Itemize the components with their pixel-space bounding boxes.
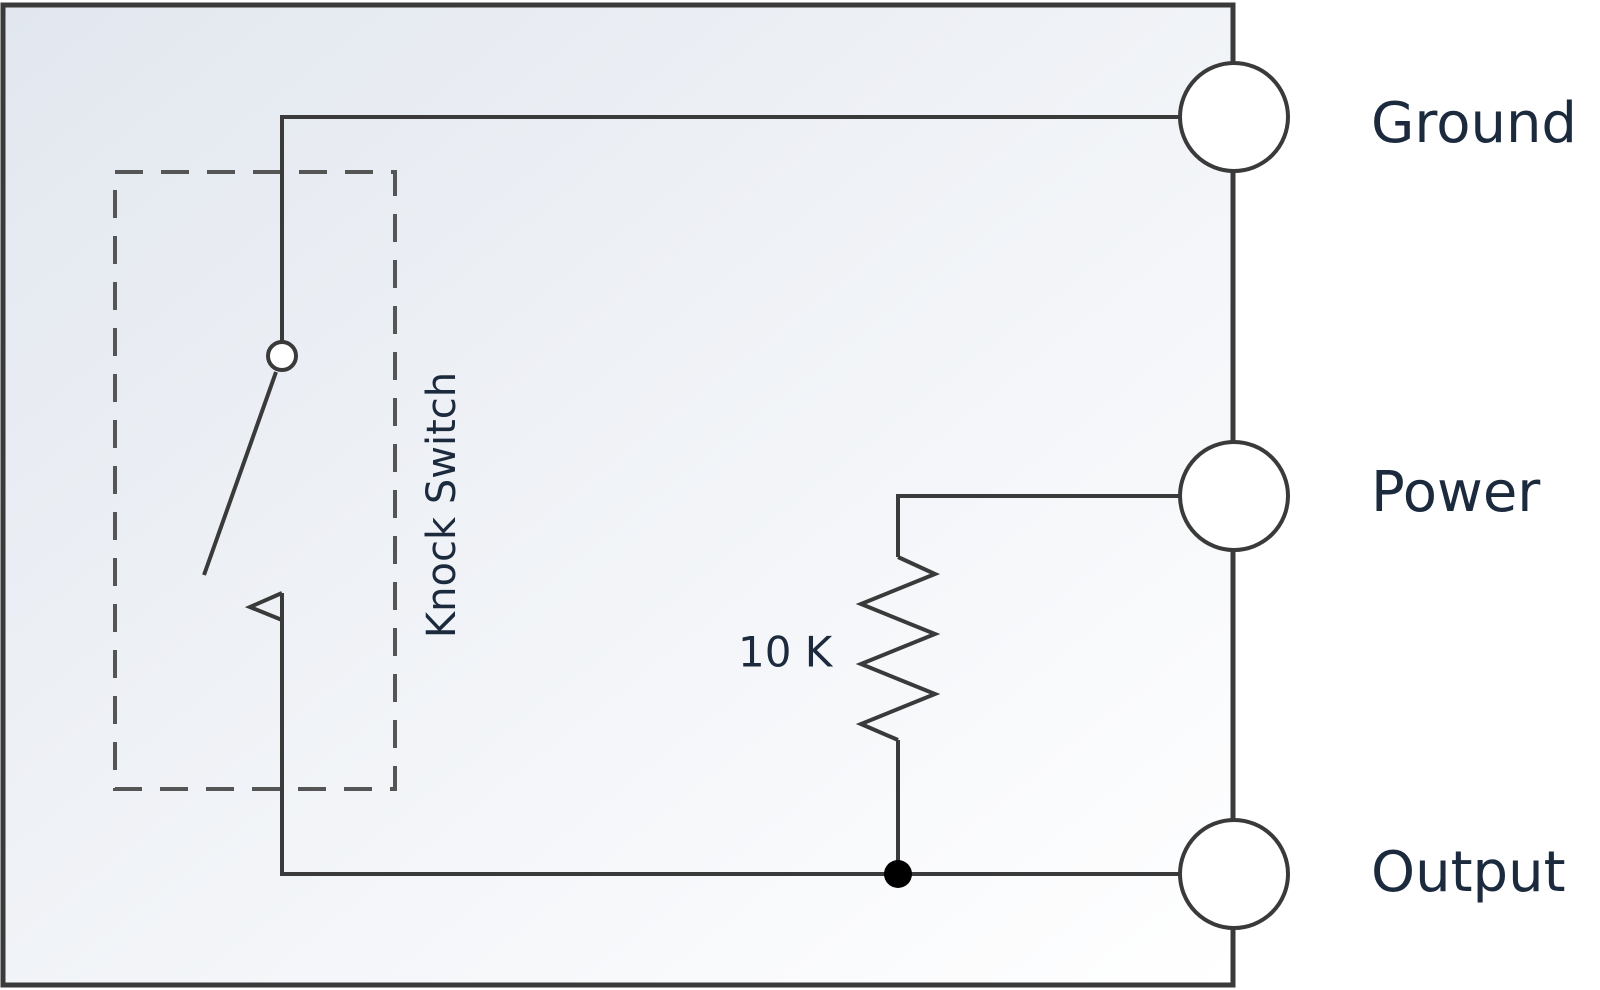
power-wire bbox=[896, 494, 1181, 557]
switch-fixed-contact bbox=[244, 591, 283, 622]
output-terminal bbox=[1178, 818, 1290, 930]
resistor-10k bbox=[855, 555, 941, 742]
ground-label: Ground bbox=[1371, 91, 1577, 156]
ground-wire bbox=[280, 115, 1181, 342]
output-label: Output bbox=[1371, 840, 1566, 905]
ground-terminal bbox=[1178, 61, 1290, 173]
switch-lever bbox=[202, 371, 278, 576]
switch-label: Knock Switch bbox=[419, 372, 465, 638]
power-label: Power bbox=[1371, 460, 1541, 525]
knock-switch-enclosure bbox=[113, 170, 397, 791]
output-wire bbox=[280, 593, 1181, 876]
resistor-label: 10 K bbox=[738, 628, 834, 677]
power-terminal bbox=[1178, 440, 1290, 552]
junction-dot bbox=[884, 860, 912, 888]
switch-pivot-contact bbox=[266, 340, 298, 372]
